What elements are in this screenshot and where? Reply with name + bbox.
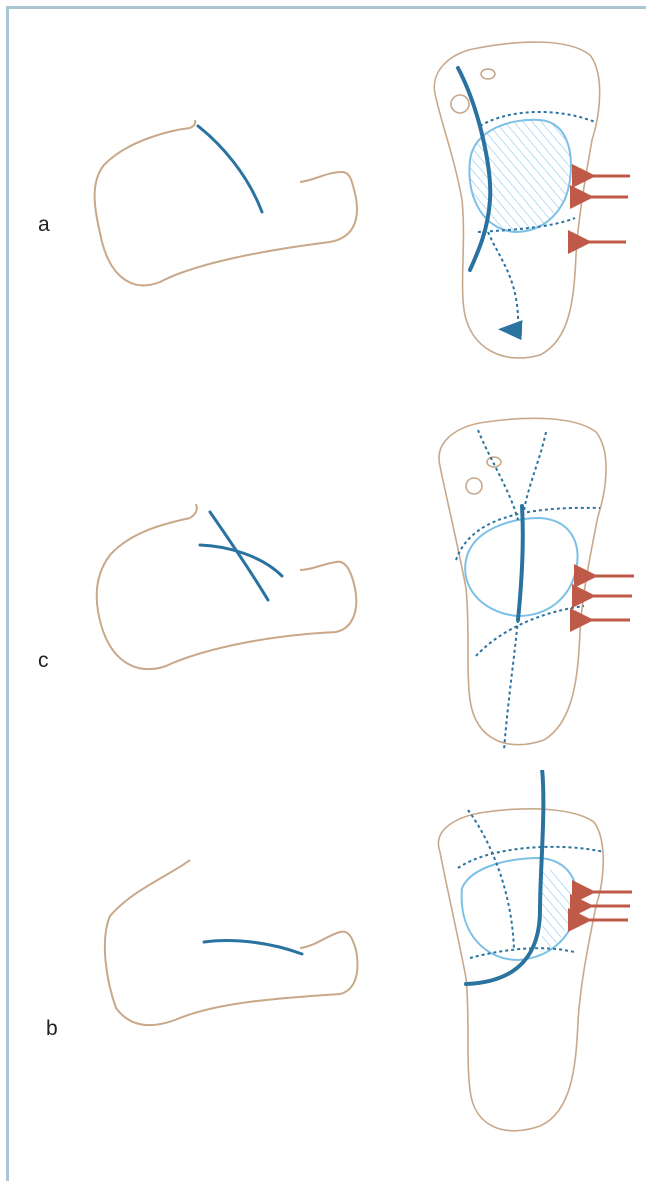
panel-a-illustration [0,0,649,370]
primary-fracture-line [466,770,543,984]
primary-fracture-line [518,506,523,620]
dotted-line-left-diagonal [468,810,514,950]
dotted-line-descending [504,620,518,750]
calcaneus-lateral-outline [97,518,357,669]
posterior-facet-fragment [469,120,571,232]
panel-b-illustration [0,770,649,1184]
dotted-boundary-lower [476,606,584,656]
fracture-line-lateral-2 [200,545,282,576]
panel-b: b [0,770,649,1184]
dotted-line-left-diagonal [478,430,518,520]
fracture-line-lateral [204,941,302,955]
fracture-line-lateral [198,126,262,212]
calcaneus-lateral-facet [190,120,195,128]
calcaneus-lateral-facet [190,504,197,518]
hatched-region [542,868,572,950]
panel-a: a [0,0,649,370]
panel-c: c [0,370,649,770]
dotted-line-right-diagonal [524,432,546,510]
fracture-line-lateral-1 [210,512,268,600]
secondary-fracture-dotted [488,232,518,330]
calcaneus-lateral-outline [105,860,358,1025]
calcaneus-axial-outline [438,809,603,1131]
panel-c-illustration [0,370,649,770]
